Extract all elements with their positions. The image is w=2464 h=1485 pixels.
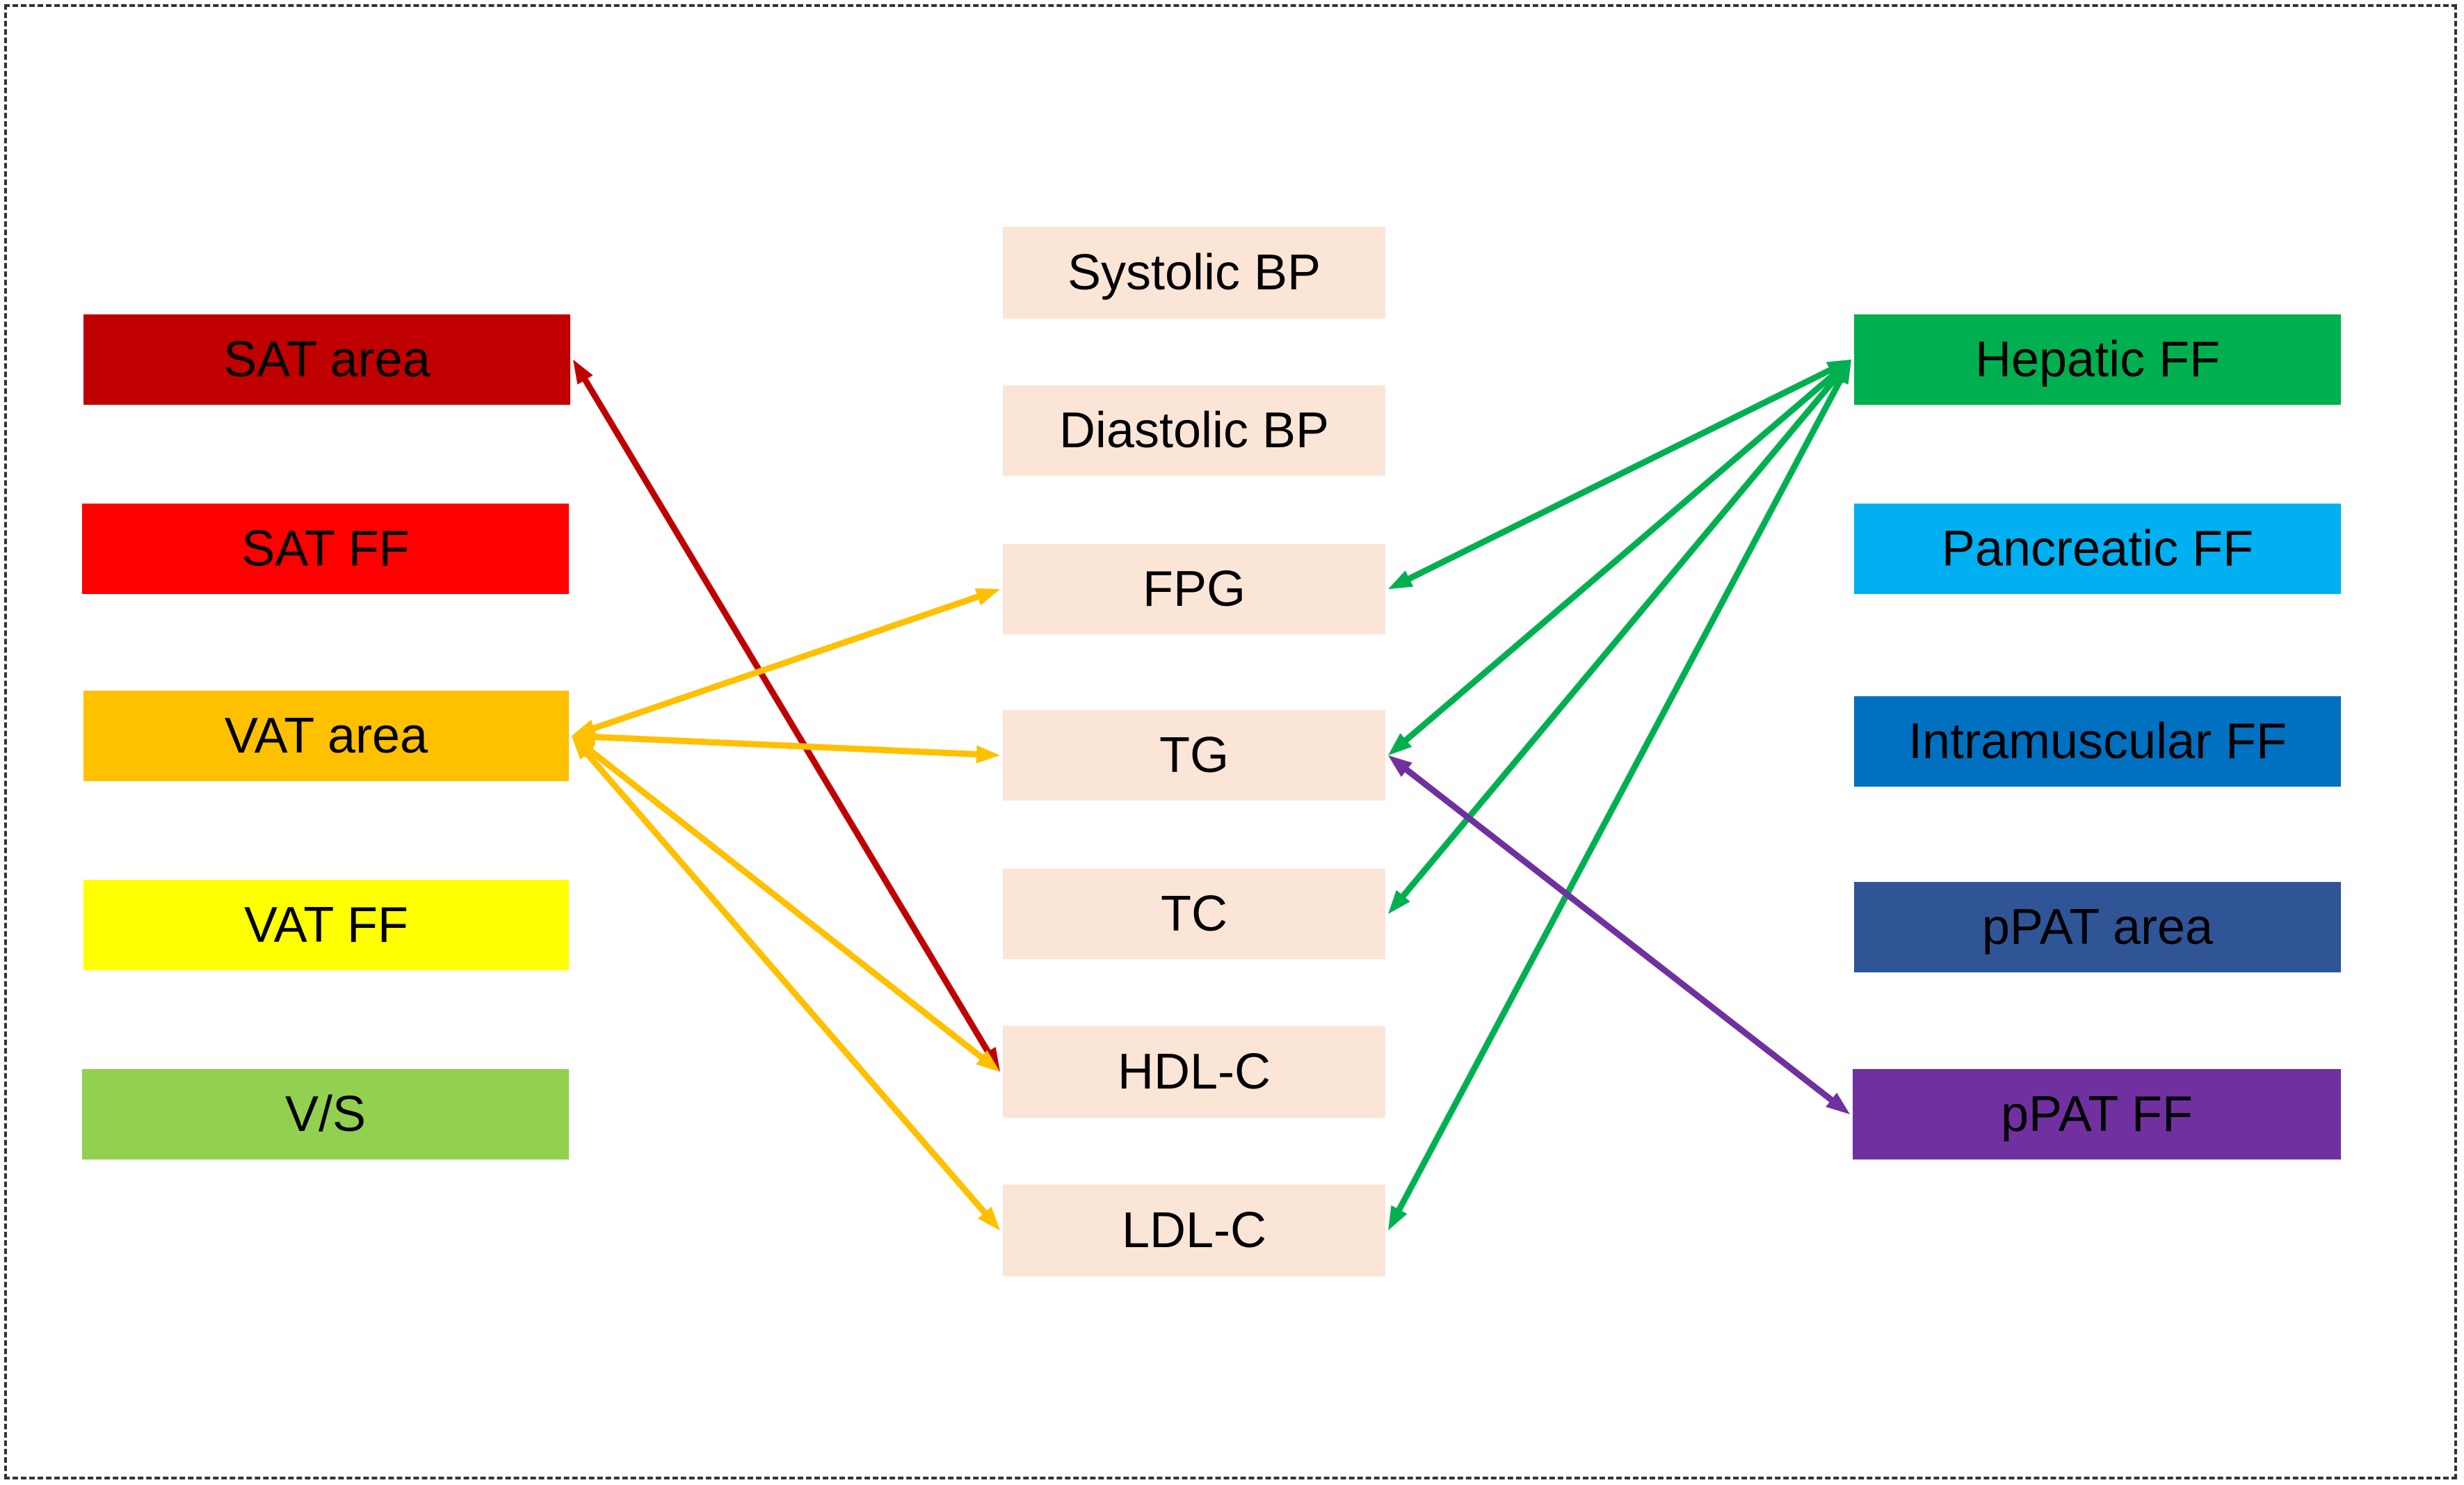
arrowhead-end-9 xyxy=(1826,1092,1850,1114)
arrowhead-end-5 xyxy=(1388,570,1414,589)
arrowhead-end-6 xyxy=(1388,733,1412,755)
node-v-s: V/S xyxy=(82,1069,569,1159)
arrowhead-end-1 xyxy=(974,588,1000,606)
node-intramuscular-ff: Intramuscular FF xyxy=(1854,696,2341,787)
arrowhead-end-3 xyxy=(976,1050,1000,1072)
node-label: VAT area xyxy=(224,708,428,764)
edge-hepatic-ff-fpg xyxy=(1405,366,1835,583)
edge-hepatic-ff-tg xyxy=(1401,371,1838,744)
node-label: Intramuscular FF xyxy=(1908,714,2287,769)
edge-hepatic-ff-ldl-c xyxy=(1395,376,1844,1214)
node-fpg: FPG xyxy=(1003,544,1385,634)
node-tc: TC xyxy=(1003,869,1385,959)
node-vat-area: VAT area xyxy=(83,691,569,781)
node-sat-area: SAT area xyxy=(83,314,570,405)
arrowhead-end-2 xyxy=(976,745,1000,764)
edge-hepatic-ff-tc xyxy=(1399,374,1841,900)
node-tg: TG xyxy=(1003,710,1385,801)
edge-vat-area-fpg xyxy=(590,593,982,732)
node-label: pPAT area xyxy=(1981,899,2214,955)
edge-vat-area-tg xyxy=(592,733,980,758)
node-label: SAT area xyxy=(223,332,430,387)
arrowhead-start-4 xyxy=(572,736,595,760)
edge-tg-ppat-ff xyxy=(1402,765,1836,1105)
arrowhead-end-8 xyxy=(1388,1205,1408,1230)
arrowhead-end-4 xyxy=(977,1206,1000,1230)
dashed-frame xyxy=(4,4,2457,1479)
node-label: SAT FF xyxy=(241,521,410,577)
node-ldl-c: LDL-C xyxy=(1003,1185,1385,1276)
node-label: TC xyxy=(1161,886,1227,942)
node-sat-ff: SAT FF xyxy=(82,504,569,594)
node-label: Pancreatic FF xyxy=(1941,521,2254,577)
node-diastolic-bp: Diastolic BP xyxy=(1003,385,1385,476)
node-hepatic-ff: Hepatic FF xyxy=(1854,314,2341,405)
node-hdl-c: HDL-C xyxy=(1003,1026,1385,1118)
arrowhead-start-0 xyxy=(573,360,593,385)
node-label: FPG xyxy=(1142,561,1246,617)
node-label: Diastolic BP xyxy=(1058,403,1330,458)
arrowhead-start-9 xyxy=(1388,755,1412,778)
node-ppat-area: pPAT area xyxy=(1854,882,2341,972)
node-systolic-bp: Systolic BP xyxy=(1003,227,1385,319)
arrowhead-end-7 xyxy=(1388,890,1410,914)
node-label: V/S xyxy=(284,1086,367,1142)
node-label: VAT FF xyxy=(243,897,408,953)
node-label: Systolic BP xyxy=(1067,245,1321,300)
edge-vat-area-hdl-c xyxy=(586,746,986,1062)
node-label: Hepatic FF xyxy=(1974,332,2221,387)
node-ppat-ff: pPAT FF xyxy=(1853,1069,2341,1159)
node-label: HDL-C xyxy=(1117,1044,1271,1100)
node-pancreatic-ff: Pancreatic FF xyxy=(1854,504,2341,594)
node-label: TG xyxy=(1159,728,1229,783)
node-label: LDL-C xyxy=(1121,1203,1267,1258)
node-vat-ff: VAT FF xyxy=(83,880,569,970)
edge-vat-area-ldl-c xyxy=(583,749,989,1217)
node-label: pPAT FF xyxy=(2000,1086,2193,1142)
arrowhead-start-8 xyxy=(1832,360,1851,385)
edge-sat-area-hdl-c xyxy=(581,376,992,1056)
